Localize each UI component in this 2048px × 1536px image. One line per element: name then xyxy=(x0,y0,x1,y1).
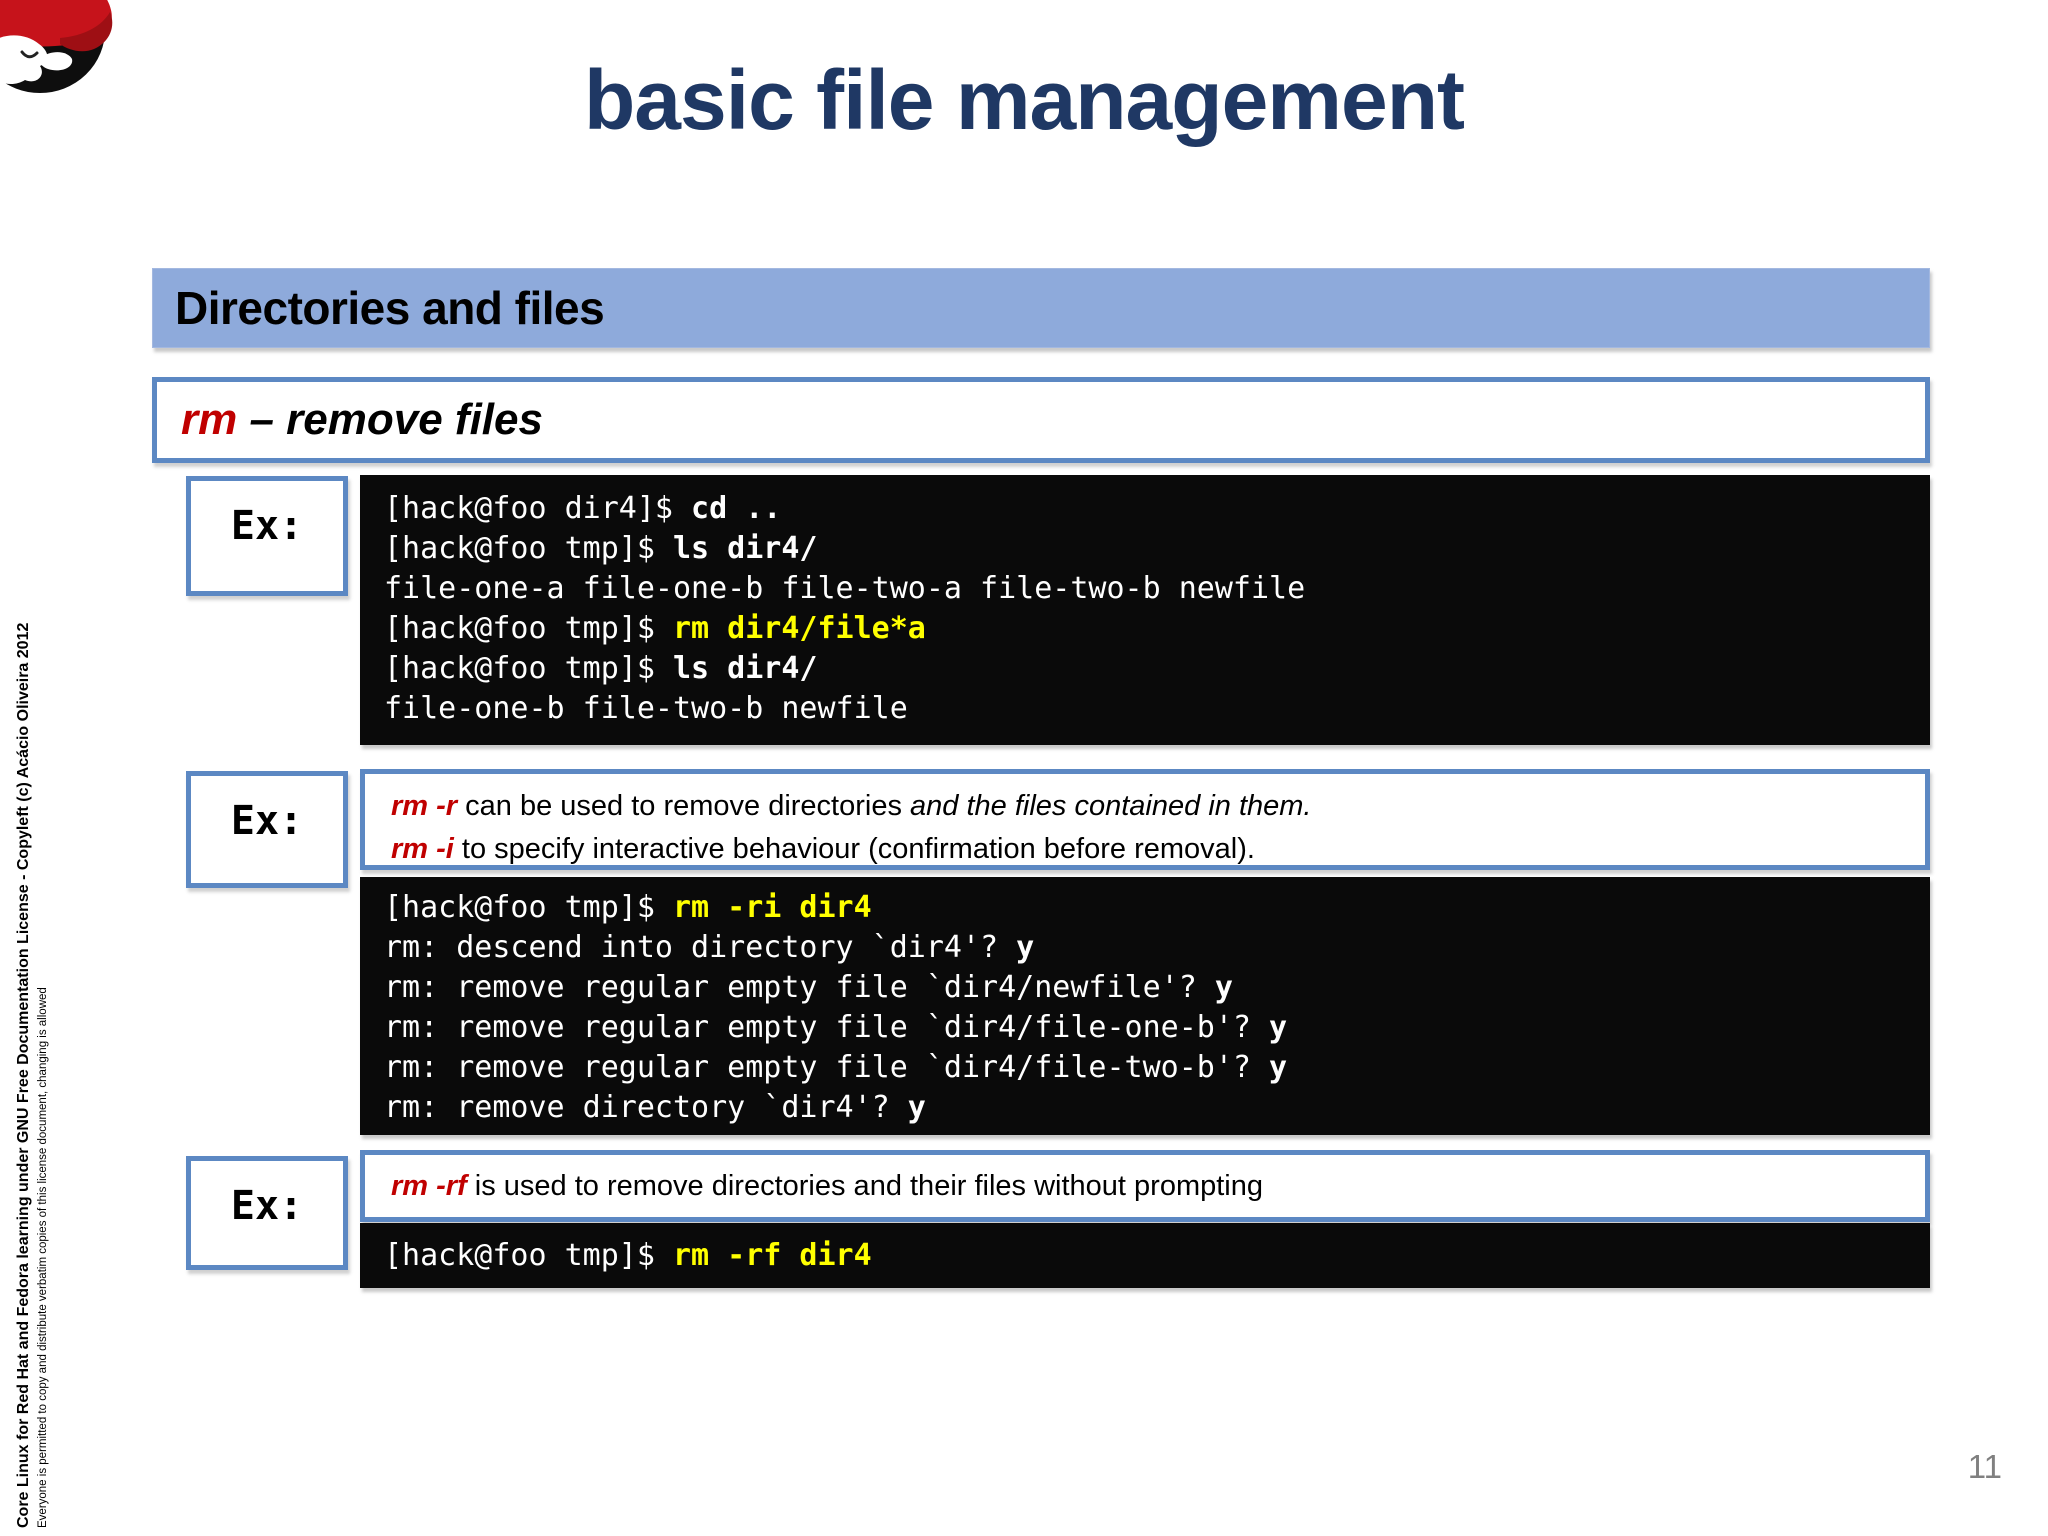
example-label-2: Ex: xyxy=(186,771,348,888)
page-title: basic file management xyxy=(584,53,1465,147)
output: file-one-a file-one-b file-two-a file-tw… xyxy=(384,571,1306,606)
answer: y xyxy=(907,1090,926,1125)
terminal-line: [hack@foo tmp]$ ls dir4/ xyxy=(384,649,1920,689)
terminal-block-1: [hack@foo dir4]$ cd .. [hack@foo tmp]$ l… xyxy=(360,475,1930,745)
answer: y xyxy=(1269,1050,1288,1085)
copyright-line-2: Everyone is permitted to copy and distri… xyxy=(37,987,49,1528)
terminal-line: file-one-b file-two-b newfile xyxy=(384,689,1920,729)
redhat-logo-icon xyxy=(0,0,113,95)
note-text: to specify interactive behaviour (confir… xyxy=(453,833,1255,865)
terminal-block-2: [hack@foo tmp]$ rm -ri dir4 rm: descend … xyxy=(360,877,1930,1135)
example-label-3: Ex: xyxy=(186,1156,348,1270)
output: rm: remove regular empty file `dir4/file… xyxy=(384,1050,1270,1085)
output: rm: remove regular empty file `dir4/file… xyxy=(384,1010,1270,1045)
prompt: [hack@foo tmp]$ xyxy=(384,531,673,566)
terminal-line: rm: remove regular empty file `dir4/newf… xyxy=(384,968,1920,1008)
copyright-line-1: Core Linux for Red Hat and Fedora learni… xyxy=(15,622,32,1528)
terminal-line: [hack@foo tmp]$ rm -ri dir4 xyxy=(384,888,1920,928)
prompt: [hack@foo tmp]$ xyxy=(384,1238,673,1273)
note-line: rm -rf is used to remove directories and… xyxy=(391,1170,1263,1203)
terminal-line: rm: remove directory `dir4'? y xyxy=(384,1088,1920,1128)
note-text: can be used to remove directories xyxy=(457,790,911,822)
note-line: rm -r can be used to remove directories … xyxy=(391,785,1925,828)
command: cd .. xyxy=(691,491,782,526)
prompt: [hack@foo tmp]$ xyxy=(384,651,673,686)
output: rm: descend into directory `dir4'? xyxy=(384,930,1017,965)
terminal-line: [hack@foo tmp]$ rm dir4/file*a xyxy=(384,609,1920,649)
page-number: 11 xyxy=(1967,1448,2002,1485)
note-line: rm -i to specify interactive behaviour (… xyxy=(391,828,1925,871)
terminal-line: [hack@foo tmp]$ ls dir4/ xyxy=(384,529,1920,569)
command: rm dir4/file*a xyxy=(672,611,926,646)
copyright-sidebar: Core Linux for Red Hat and Fedora learni… xyxy=(14,498,50,1528)
topic-description: – remove files xyxy=(237,395,543,444)
note-keyword: rm -i xyxy=(391,833,454,865)
topic-box: rm – remove files xyxy=(152,377,1930,463)
note-box-2: rm -rf is used to remove directories and… xyxy=(360,1150,1930,1222)
terminal-line: rm: descend into directory `dir4'? y xyxy=(384,928,1920,968)
command: ls dir4/ xyxy=(672,531,818,566)
output: rm: remove regular empty file `dir4/newf… xyxy=(384,970,1215,1005)
prompt: [hack@foo tmp]$ xyxy=(384,611,673,646)
terminal-line: rm: remove regular empty file `dir4/file… xyxy=(384,1048,1920,1088)
answer: y xyxy=(1214,970,1233,1005)
command: rm -rf dir4 xyxy=(672,1238,872,1273)
answer: y xyxy=(1016,930,1035,965)
section-header-bar: Directories and files xyxy=(152,268,1930,348)
topic-keyword: rm xyxy=(181,395,238,444)
example-label-1: Ex: xyxy=(186,476,348,596)
terminal-line: [hack@foo tmp]$ rm -rf dir4 xyxy=(384,1236,1920,1276)
note-box-1: rm -r can be used to remove directories … xyxy=(360,769,1930,870)
output: file-one-b file-two-b newfile xyxy=(384,691,908,726)
terminal-line: rm: remove regular empty file `dir4/file… xyxy=(384,1008,1920,1048)
note-text: is used to remove directories and their … xyxy=(466,1169,1264,1202)
note-keyword: rm -r xyxy=(391,790,458,822)
terminal-block-3: [hack@foo tmp]$ rm -rf dir4 xyxy=(360,1223,1930,1288)
command: rm -ri dir4 xyxy=(672,890,872,925)
command: ls dir4/ xyxy=(672,651,818,686)
output: rm: remove directory `dir4'? xyxy=(384,1090,908,1125)
terminal-line: [hack@foo dir4]$ cd .. xyxy=(384,489,1920,529)
prompt: [hack@foo tmp]$ xyxy=(384,890,673,925)
prompt: [hack@foo dir4]$ xyxy=(384,491,692,526)
section-header-label: Directories and files xyxy=(175,282,605,334)
note-keyword: rm -rf xyxy=(391,1169,467,1202)
terminal-line: file-one-a file-one-b file-two-a file-tw… xyxy=(384,569,1920,609)
answer: y xyxy=(1269,1010,1288,1045)
note-emphasis: and the files contained in them. xyxy=(910,790,1312,822)
